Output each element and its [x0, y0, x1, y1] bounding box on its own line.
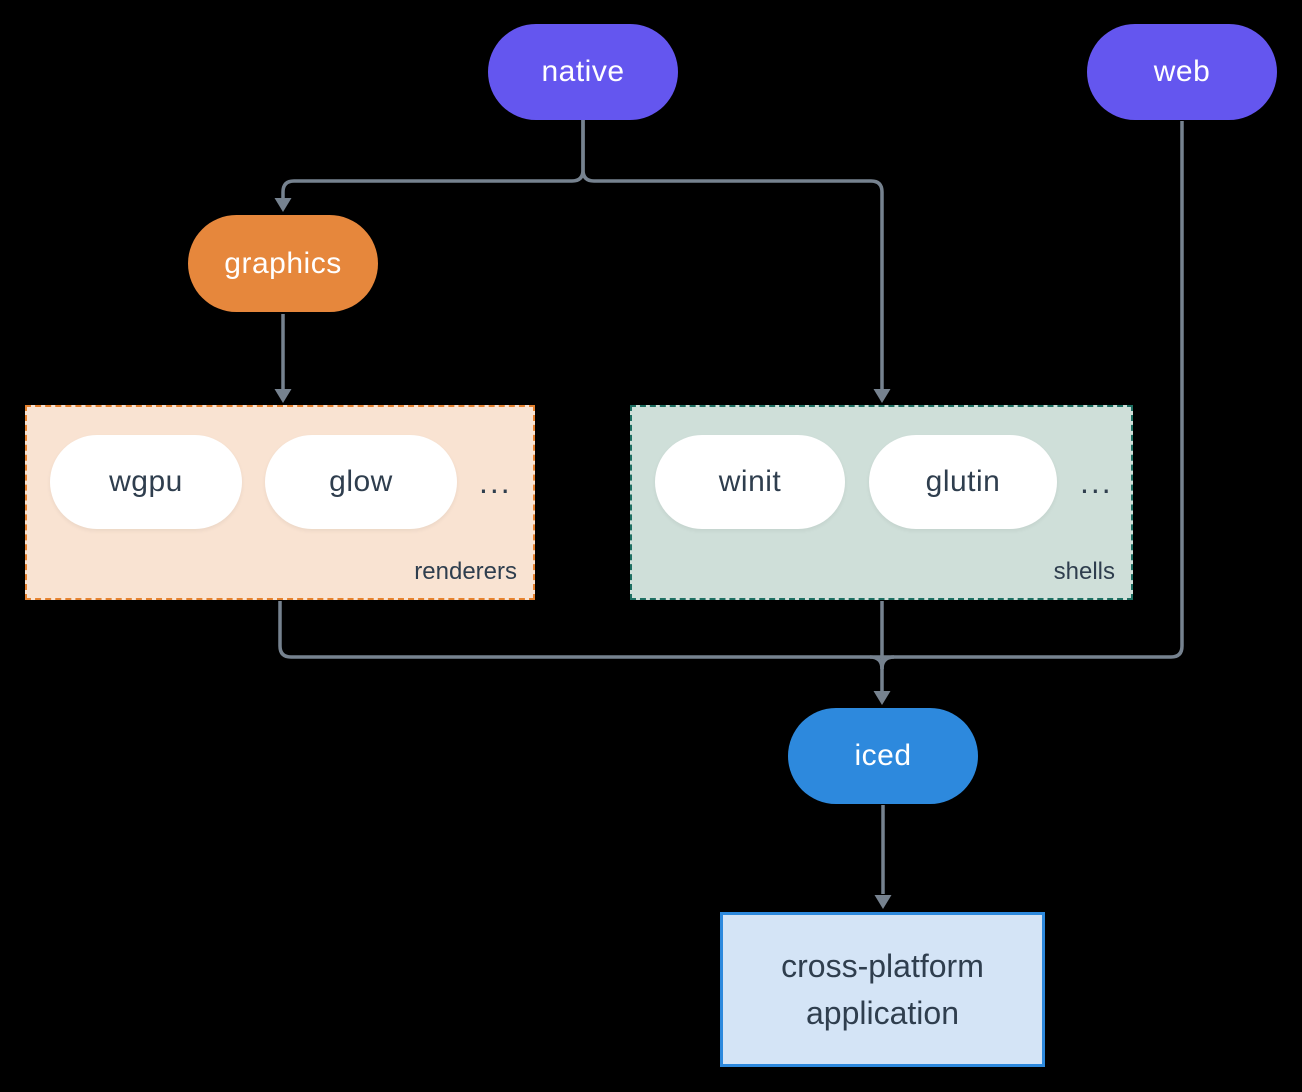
node-web: web	[1087, 24, 1277, 120]
node-glutin: glutin	[869, 435, 1057, 529]
application-label-line1: cross-platform	[781, 948, 984, 985]
arrowhead-graphics	[274, 198, 292, 212]
node-winit: winit	[655, 435, 845, 529]
node-application: cross-platform application	[720, 912, 1045, 1067]
arrowhead-renderers	[274, 389, 292, 403]
renderers-group-label: renderers	[414, 558, 517, 585]
application-label-line2: application	[806, 994, 959, 1031]
group-renderers: wgpu glow ... renderers	[25, 405, 535, 600]
edge-native-shells	[581, 120, 884, 389]
arrowhead-iced	[873, 691, 891, 705]
renderers-ellipsis: ...	[479, 463, 512, 500]
node-native: native	[488, 24, 678, 120]
edge-renderers-merge	[278, 601, 882, 659]
edge-merge-fillet-left	[869, 655, 884, 670]
arrowhead-application	[874, 895, 892, 909]
node-iced: iced	[788, 708, 978, 804]
arrowhead-shells	[873, 389, 891, 403]
edge-web-merge	[882, 121, 1184, 659]
node-graphics: graphics	[188, 215, 378, 312]
shells-group-label: shells	[1053, 558, 1115, 585]
group-shells: winit glutin ... shells	[630, 405, 1133, 600]
edge-native-graphics	[281, 120, 585, 198]
edge-merge-fillet-right	[880, 655, 895, 670]
node-glow: glow	[265, 435, 457, 529]
shells-ellipsis: ...	[1080, 463, 1113, 500]
node-wgpu: wgpu	[50, 435, 242, 529]
